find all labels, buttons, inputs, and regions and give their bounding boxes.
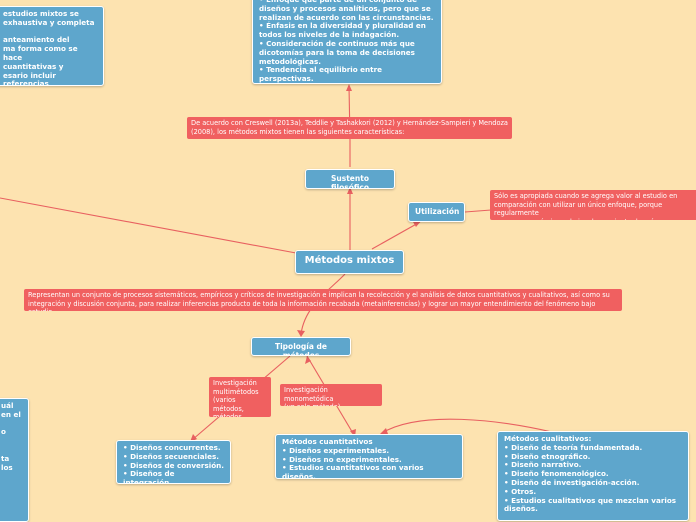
node-disenos-mixtos[interactable]: • Diseños concurrentes. • Diseños secuen… — [116, 440, 231, 484]
label-monometodica[interactable]: Investigación monometódica (un solo méto… — [280, 384, 382, 406]
node-metodos-cuantitativos[interactable]: Métodos cuantitativos • Diseños experime… — [275, 434, 463, 479]
edge-utilizacion-label — [464, 209, 492, 213]
node-metodos-cualitativos[interactable]: Métodos cualitativos: • Diseño de teoría… — [497, 431, 689, 521]
node-bottom-left[interactable]: uál en el o ta los — [0, 398, 29, 522]
label-utilizacion-desc[interactable]: Sólo es apropiada cuando se agrega valor… — [490, 190, 696, 220]
edge-main-left — [0, 197, 297, 254]
node-top-left[interactable]: estudios mixtos se exhaustiva y completa… — [0, 6, 104, 86]
node-utilizacion[interactable]: Utilización — [408, 202, 465, 222]
edge-main-utilizacion — [371, 221, 421, 250]
label-definicion[interactable]: Representan un conjunto de procesos sist… — [24, 289, 622, 311]
arrow-tipologia — [297, 330, 305, 337]
arrow-top — [346, 84, 352, 91]
label-multimetodos[interactable]: Investigación multimétodos (varios métod… — [209, 377, 271, 417]
node-top-center[interactable]: • Enfoque que parte de un conjunto de di… — [252, 0, 442, 84]
label-caracteristicas[interactable]: De acuerdo con Creswell (2013a), Teddlie… — [187, 117, 512, 139]
node-tipologia-metodos[interactable]: Tipología de métodos — [251, 337, 351, 356]
node-sustento-filosofico[interactable]: Sustento filosófico — [305, 169, 395, 189]
arrow-back-tipologia — [305, 356, 311, 364]
node-metodos-mixtos[interactable]: Métodos mixtos — [295, 250, 404, 274]
